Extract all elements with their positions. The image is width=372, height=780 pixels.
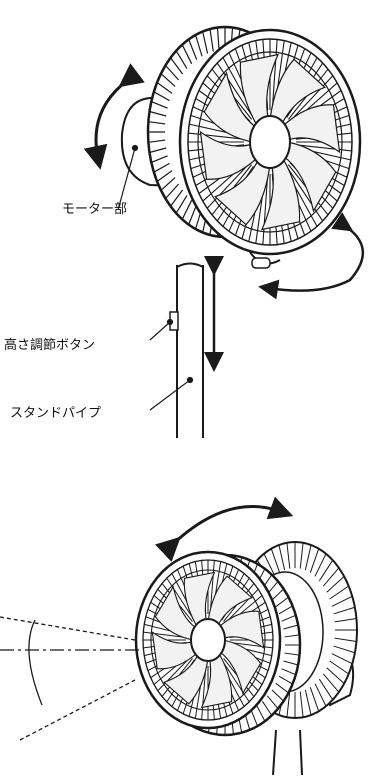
tilt-angle-lines [0, 616, 140, 741]
stand-pipe [176, 262, 204, 438]
motor-label: モーター部 [62, 202, 128, 217]
bottom-fan [0, 496, 358, 776]
main-fan [134, 550, 302, 737]
height-button-label: 高さ調節ボタン [4, 338, 96, 353]
front-guard [178, 28, 362, 256]
swing-arrow-icon [258, 212, 365, 300]
tilt-arrow-icon [83, 63, 145, 170]
top-fan [83, 25, 365, 438]
stand-pipe-label: スタンドパイプ [10, 406, 102, 421]
rotation-arrow-icon [155, 496, 294, 562]
